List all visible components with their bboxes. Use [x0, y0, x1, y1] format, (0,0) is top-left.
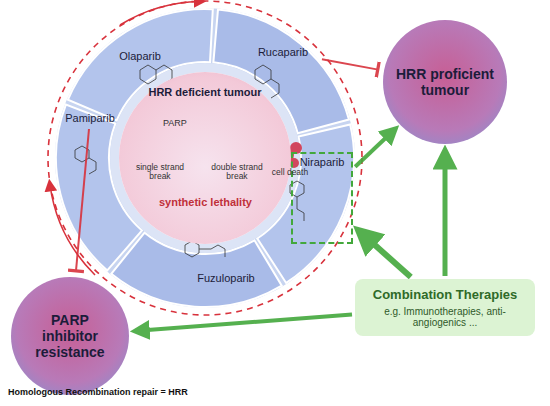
illustration-label: PARP: [163, 119, 187, 128]
node-title: Combination Therapies: [363, 287, 527, 302]
therapy-box: Combination Therapies e.g. Immunotherapie…: [355, 279, 535, 336]
effect-arrow: [355, 131, 393, 167]
node-title: HRR deficient tumour: [148, 86, 261, 98]
node-title: Niraparib: [300, 156, 345, 168]
node-title: PARP inhibitor resistance: [23, 312, 117, 360]
node-title: Rucaparib: [250, 46, 316, 58]
illustration-label: double strand break: [207, 163, 267, 181]
tumour-circle: HRR proficient tumour: [383, 20, 507, 144]
effect-arrow: [443, 155, 448, 277]
node-title: Olaparib: [108, 50, 172, 62]
drug-segment-label: Niraparib: [291, 152, 353, 244]
drug-segment-label: Rucaparib: [247, 44, 319, 60]
inhibition-line: [322, 59, 378, 69]
drug-segment-label: Fuzuloparib: [187, 270, 265, 286]
node-title: HRR proficient tumour: [395, 66, 495, 98]
footnote: Homologous Recombination repair = HRR: [8, 388, 188, 397]
inhibition-line: [76, 129, 89, 271]
node-title: Pamiparib: [58, 112, 122, 124]
tumour-circle: PARP inhibitor resistance: [11, 277, 129, 395]
illustration-label: synthetic lethality: [159, 197, 252, 209]
node-subtitle: e.g. Immunotherapies, anti-angiogenics .…: [363, 306, 527, 328]
drug-segment-label: Olaparib: [105, 48, 175, 64]
tumour-circle: HRR deficient tumour: [119, 72, 291, 244]
drug-segment: [111, 233, 282, 307]
effect-arrow: [362, 234, 411, 277]
node-title: Fuzuloparib: [190, 272, 262, 284]
illustration-label: single strand break: [130, 163, 190, 181]
illustration-label: cell death: [270, 168, 310, 177]
effect-arrow: [138, 315, 352, 331]
drug-segment-label: Pamiparib: [55, 110, 125, 126]
